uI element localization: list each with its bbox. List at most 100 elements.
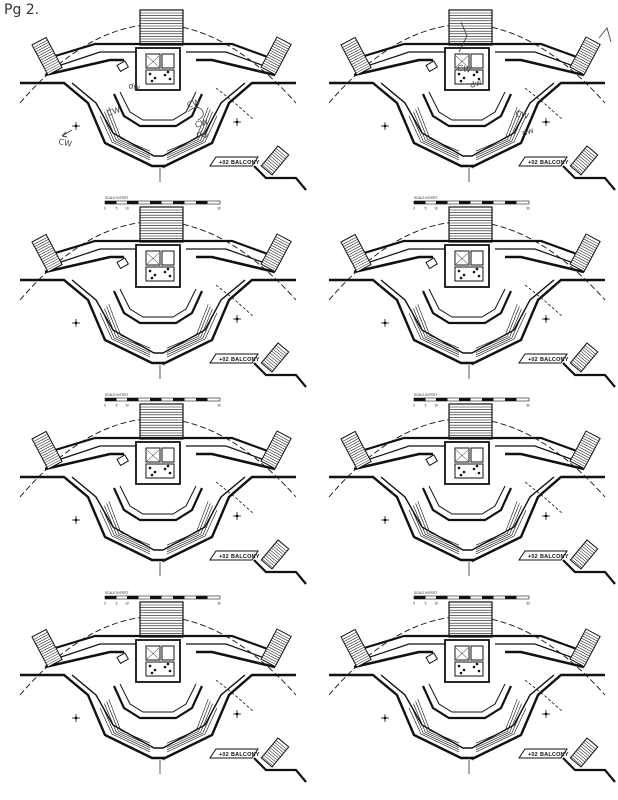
svg-text:+02: +02 [528,752,538,758]
stepped-seating [99,304,218,358]
centerline-mark: ℄ [468,361,475,379]
right-side-stair [569,233,601,273]
column-marker-right [233,315,241,323]
scale-tick-label: 10 [125,207,129,211]
stepped-seating [408,304,527,358]
column-marker-right [542,512,550,520]
column-marker-left [381,319,389,327]
scale-title: SCALE IN FEET [105,196,129,200]
svg-text:BALCONY: BALCONY [231,752,260,758]
balcony-stair [562,145,616,191]
scale-tick-label: 5 [116,207,118,211]
svg-text:℄: ℄ [470,558,475,564]
scale-title: SCALE IN FEET [105,591,129,595]
balcony-stair [253,539,307,585]
centerline-mark: ℄ [159,756,166,774]
right-side-stair [260,628,292,668]
scale-tick-label: 10 [434,602,438,606]
left-side-stair [31,628,63,668]
svg-text:+02: +02 [219,752,229,758]
central-core [116,441,181,485]
floor-plan-7: SCALE IN FEET 05102030 [0,591,309,800]
column-marker-right [542,315,550,323]
svg-text:+02: +02 [219,554,229,560]
balcony-callout: +02 BALCONY [209,550,260,561]
svg-text:+02: +02 [528,357,538,363]
central-core [116,639,181,683]
column-marker-left [381,714,389,722]
balcony-stair [253,145,307,191]
column-marker-left [72,516,80,524]
pencil-note: CW [58,137,73,149]
left-side-stair [31,430,63,470]
svg-text:BALCONY: BALCONY [231,160,260,166]
central-core [425,639,490,683]
column-marker-left [381,122,389,130]
svg-text:℄: ℄ [161,164,166,170]
left-side-stair [340,628,372,668]
scale-tick-label: 5 [425,602,427,606]
main-stair [448,601,493,638]
lower-terraces [329,475,605,562]
scale-tick-label: 30 [526,404,530,408]
main-stair [448,9,493,46]
scale-title: SCALE IN FEET [414,393,438,397]
scale-tick-label: 0 [104,602,106,606]
balcony-stair [562,342,616,388]
column-marker-left [381,516,389,524]
pencil-note: dw [521,126,535,138]
balcony-stair [562,539,616,585]
centerline-mark: ℄ [159,361,166,379]
stepped-seating [408,107,527,161]
central-core [425,244,490,288]
floor-plan-6: SCALE IN FEET 05102030 [309,393,618,602]
column-marker-left [72,714,80,722]
scale-tick-label: 10 [434,207,438,211]
column-marker-right [233,118,241,126]
floor-plan-8: SCALE IN FEET 05102030 [309,591,618,800]
floor-plan-3: SCALE IN FEET 05102030 [0,196,309,405]
scale-tick-label: 30 [217,207,221,211]
balcony-callout: +02 BALCONY [518,353,569,364]
right-side-stair [260,36,292,76]
upper-walkway [41,634,277,669]
left-side-stair [31,36,63,76]
svg-text:BALCONY: BALCONY [540,357,569,363]
lower-terraces [329,673,605,760]
central-core [425,47,490,91]
pencil-note: dw [128,81,142,92]
scale-tick-label: 5 [425,207,427,211]
stepped-seating [408,501,527,555]
lower-terraces [329,278,605,365]
scale-tick-label: 10 [125,602,129,606]
main-stair [139,403,184,440]
left-side-stair [31,233,63,273]
scale-tick-label: 30 [526,602,530,606]
scale-bar: SCALE IN FEET 05102030 [413,393,530,408]
scale-tick-label: 10 [434,404,438,408]
pencil-note: CW [194,117,210,130]
svg-text:BALCONY: BALCONY [540,554,569,560]
scale-tick-label: 5 [116,404,118,408]
balcony-stair [253,737,307,783]
left-side-stair [340,36,372,76]
scale-tick-label: 0 [104,207,106,211]
main-stair [139,206,184,243]
column-marker-right [542,710,550,718]
stepped-seating [99,501,218,555]
scale-tick-label: 0 [413,207,415,211]
centerline-mark: ℄ [468,164,475,182]
scale-bar: SCALE IN FEET 05102030 [104,591,221,606]
lower-terraces [20,475,296,562]
balcony-stair [562,737,616,783]
central-core [425,441,490,485]
svg-text:+02: +02 [219,357,229,363]
scale-title: SCALE IN FEET [414,196,438,200]
upper-walkway [41,42,277,77]
balcony-stair [253,342,307,388]
balcony-callout: +02 BALCONY [518,550,569,561]
